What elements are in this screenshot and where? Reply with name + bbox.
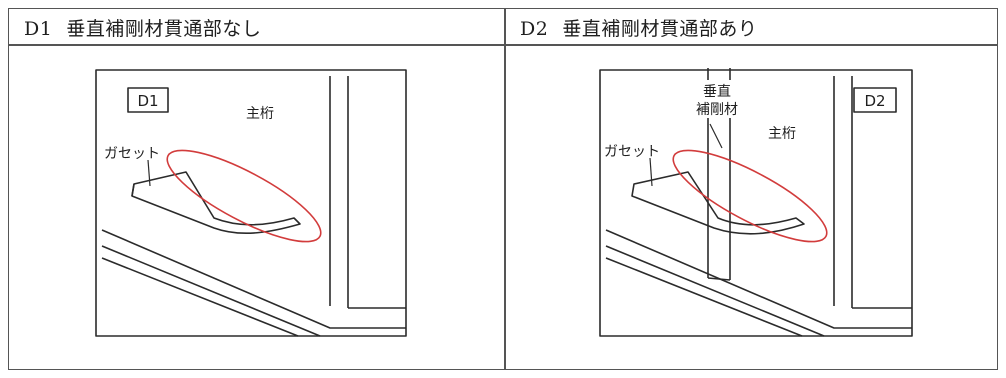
d2-drawing-border <box>599 69 913 337</box>
d2-gusset-label: ガセット <box>604 144 660 160</box>
d1-tag-box <box>127 87 169 113</box>
d1-drawing-border <box>95 69 407 337</box>
d1-gusset-plate <box>131 171 301 235</box>
panel-d1-code: D1 <box>24 18 53 40</box>
panel-d2-code: D2 <box>520 18 549 40</box>
d1-flange-lower <box>101 245 321 337</box>
panel-d2-title: 垂直補剛材貫通部あり <box>562 18 758 40</box>
d2-flange-edge <box>605 257 803 337</box>
d1-diagram-svg: D1 主桁 ガセット <box>95 69 407 337</box>
d1-tag-label: D1 <box>137 92 158 110</box>
column-divider <box>504 8 506 370</box>
panel-d1-heading: D1 垂直補剛材貫通部なし <box>24 14 261 41</box>
d2-stiffener-label-line1: 垂直 <box>703 83 731 100</box>
d1-flange-edge <box>101 257 299 337</box>
d1-flange-upper <box>101 229 406 329</box>
d2-gusset-plate <box>631 171 805 235</box>
d1-gusset-label: ガセット <box>104 146 160 162</box>
d2-gusset-leader <box>649 157 653 187</box>
d1-highlight-ellipse <box>166 149 322 243</box>
d2-flange-lower <box>605 245 825 337</box>
header-divider <box>8 44 998 46</box>
d2-highlight-ellipse <box>672 149 828 243</box>
figure-table-frame <box>8 8 998 370</box>
d2-girder-label: 主桁 <box>768 126 796 142</box>
d2-stiffener-label-line2: 補剛材 <box>696 102 738 118</box>
d1-gusset-edge <box>131 183 135 197</box>
d1-gusset-leader <box>147 159 151 187</box>
d2-stiffener-label-bg <box>688 80 744 118</box>
d2-tag-label: D2 <box>864 92 885 110</box>
d2-stiffener-leader <box>709 123 723 149</box>
d2-flange-upper <box>605 229 912 329</box>
panel-d2-drawing: 垂直 補剛材 D2 主桁 ガセット <box>598 68 918 340</box>
d2-diagram-svg: 垂直 補剛材 D2 主桁 ガセット <box>599 68 913 337</box>
panel-d1-drawing: D1 主桁 ガセット <box>94 68 414 340</box>
panel-d1-title: 垂直補剛材貫通部なし <box>66 18 262 40</box>
d1-girder-label: 主桁 <box>246 106 274 122</box>
panel-d2-heading: D2 垂直補剛材貫通部あり <box>520 14 757 41</box>
d2-tag-box <box>853 87 897 113</box>
